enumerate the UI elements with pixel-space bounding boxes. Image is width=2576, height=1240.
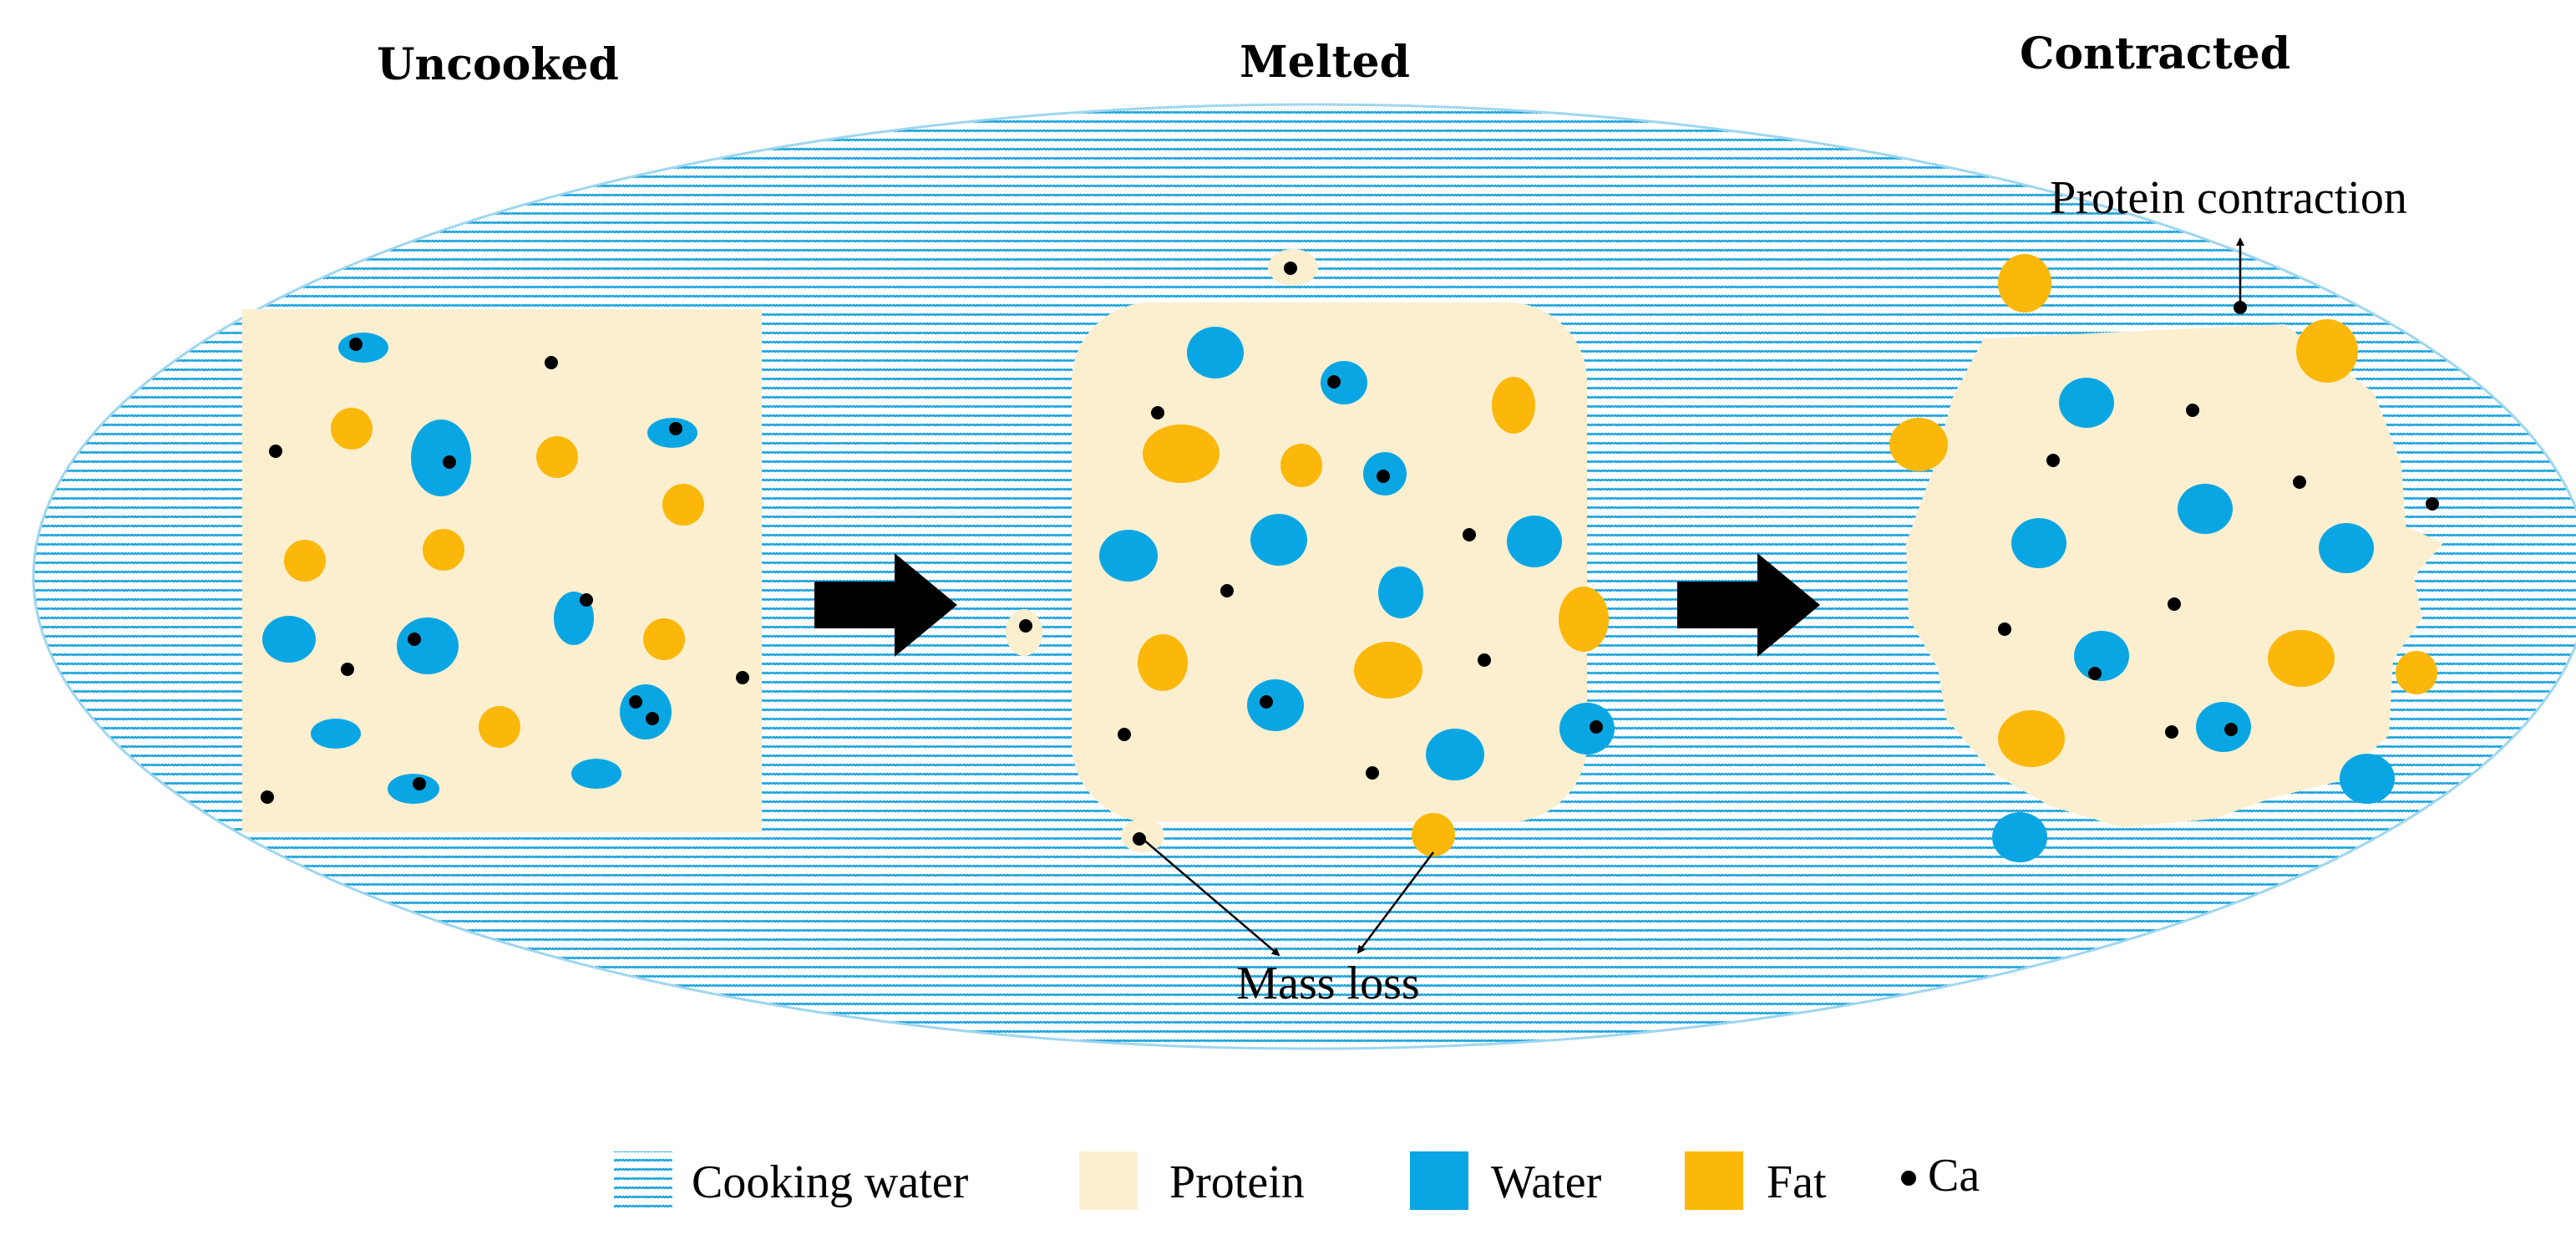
legend-swatch-cooking-water xyxy=(614,1151,672,1210)
protein-fragment xyxy=(1006,609,1042,656)
legend-item-water: Water xyxy=(1410,1151,1602,1210)
legend-label-ca: Ca xyxy=(1928,1150,1980,1202)
legend-item-protein: Protein xyxy=(1079,1151,1305,1210)
legend-swatch-water xyxy=(1410,1151,1468,1210)
stage-title-uncooked: Uncooked xyxy=(377,39,619,90)
fat-globules xyxy=(1138,377,1609,856)
legend-swatch-fat xyxy=(1685,1151,1743,1210)
process-arrow-2 xyxy=(1677,553,1820,657)
legend-label-water: Water xyxy=(1491,1156,1602,1208)
water-droplets xyxy=(1099,327,1615,780)
legend: Cooking water Protein Water Fat Ca xyxy=(614,1150,1980,1210)
process-arrow-1 xyxy=(814,553,957,657)
stage-title-contracted: Contracted xyxy=(2020,28,2290,79)
contracted-block xyxy=(1889,254,2443,862)
protein-contraction-label: Protein contraction xyxy=(2050,172,2407,224)
legend-item-cooking-water: Cooking water xyxy=(614,1151,969,1210)
melted-block xyxy=(1006,249,1615,856)
legend-item-fat: Fat xyxy=(1685,1151,1827,1210)
fat-globules xyxy=(1889,254,2437,767)
water-droplets xyxy=(1992,378,2395,862)
legend-label-fat: Fat xyxy=(1767,1156,1827,1208)
mass-loss-label: Mass loss xyxy=(1236,958,1419,1009)
ca-particles xyxy=(1998,301,2439,739)
legend-swatch-protein xyxy=(1079,1151,1138,1210)
fat-globules xyxy=(284,408,704,748)
legend-label-protein: Protein xyxy=(1169,1156,1305,1208)
ca-particles xyxy=(1019,262,1603,846)
protein-matrix xyxy=(1906,324,2443,827)
uncooked-block xyxy=(242,309,762,832)
legend-label-cooking-water: Cooking water xyxy=(692,1156,969,1208)
legend-swatch-ca xyxy=(1901,1171,1916,1186)
mass-loss-arrow-fat xyxy=(1356,851,1434,954)
mass-loss-arrow-protein xyxy=(1142,838,1280,957)
legend-item-ca: Ca xyxy=(1901,1150,1980,1202)
stage-title-melted: Melted xyxy=(1240,37,1410,88)
water-droplets xyxy=(262,333,697,804)
ca-particles xyxy=(261,338,749,804)
